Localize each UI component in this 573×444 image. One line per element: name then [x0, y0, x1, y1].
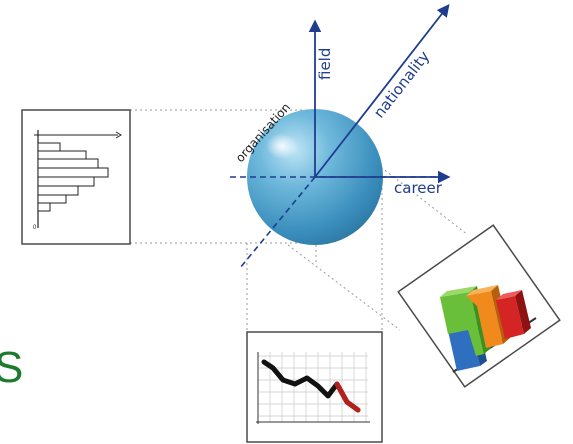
- svg-text:0: 0: [33, 225, 37, 231]
- axes: [230, 4, 451, 269]
- line-chart-icon: [256, 352, 370, 424]
- nationality-axis: [314, 4, 450, 178]
- guide-right-bottom: [287, 244, 401, 331]
- field-label: field: [316, 48, 334, 80]
- histogram-icon: 0: [33, 130, 122, 231]
- career-label: career: [394, 179, 443, 197]
- line-chart-panel: [246, 331, 383, 443]
- histogram-panel: 0: [21, 109, 131, 245]
- line-chart-frame: [246, 331, 383, 443]
- side-letter: S: [0, 343, 23, 392]
- sphere-highlight: [266, 133, 298, 159]
- 3d-bar-chart-icon: [440, 285, 537, 373]
- nationality-label: nationality: [370, 47, 433, 121]
